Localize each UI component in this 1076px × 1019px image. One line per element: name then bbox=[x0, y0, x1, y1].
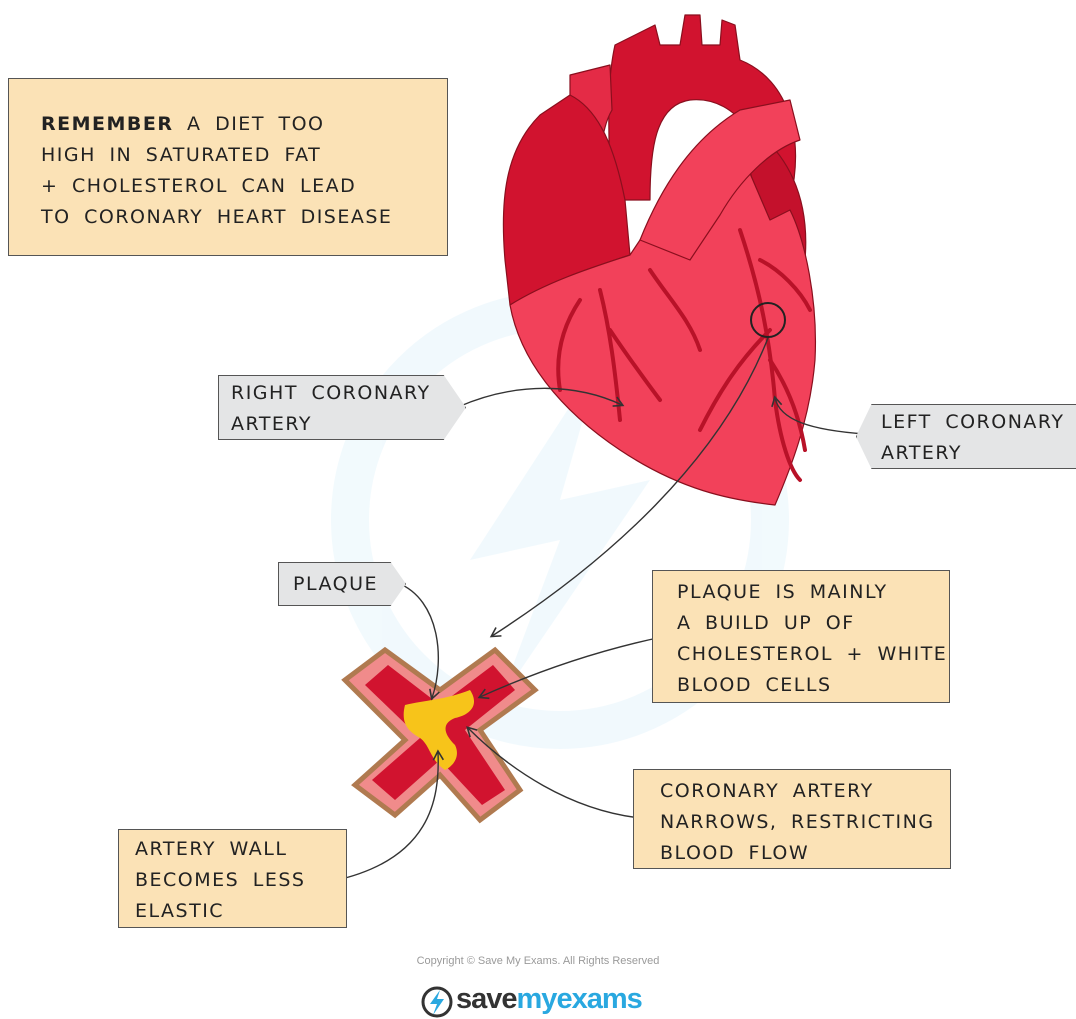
plaque-info-line-2: A BUILD UP OF bbox=[677, 608, 949, 639]
brand-logo[interactable]: savemyexams bbox=[420, 985, 680, 1019]
reminder-line-1-rest: A DIET TOO bbox=[174, 113, 325, 135]
narrows-line-3: BLOOD FLOW bbox=[660, 838, 950, 869]
plaque-info-line-4: BLOOD CELLS bbox=[677, 670, 949, 701]
wall-line-3: ELASTIC bbox=[135, 896, 346, 927]
narrows-line-1: CORONARY ARTERY bbox=[660, 776, 950, 807]
narrows-box: CORONARY ARTERY NARROWS, RESTRICTING BLO… bbox=[633, 769, 951, 869]
artery-wall-box: ARTERY WALL BECOMES LESS ELASTIC bbox=[118, 829, 347, 928]
reminder-bold: REMEMBER bbox=[41, 113, 174, 135]
copyright-text: Copyright © Save My Exams. All Rights Re… bbox=[0, 955, 1076, 967]
label-plaque: PLAQUE bbox=[278, 562, 406, 606]
heart-illustration bbox=[503, 15, 815, 505]
left-coronary-line-1: LEFT CORONARY bbox=[881, 407, 1076, 438]
lightning-bolt-icon bbox=[420, 985, 454, 1019]
reminder-box: REMEMBER A DIET TOO HIGH IN SATURATED FA… bbox=[8, 78, 448, 256]
reminder-line-1: REMEMBER A DIET TOO bbox=[41, 109, 447, 140]
plaque-info-line-3: CHOLESTEROL + WHITE bbox=[677, 639, 949, 670]
wall-line-2: BECOMES LESS bbox=[135, 865, 346, 896]
plaque-info-box: PLAQUE IS MAINLY A BUILD UP OF CHOLESTER… bbox=[652, 570, 950, 703]
right-coronary-line-2: ARTERY bbox=[231, 409, 465, 440]
reminder-line-3: + CHOLESTEROL CAN LEAD bbox=[41, 171, 447, 202]
plaque-label-text: PLAQUE bbox=[293, 569, 405, 600]
right-coronary-line-1: RIGHT CORONARY bbox=[231, 378, 465, 409]
reminder-line-2: HIGH IN SATURATED FAT bbox=[41, 140, 447, 171]
reminder-line-4: TO CORONARY HEART DISEASE bbox=[41, 202, 447, 233]
narrows-line-2: NARROWS, RESTRICTING bbox=[660, 807, 950, 838]
label-right-coronary: RIGHT CORONARY ARTERY bbox=[218, 375, 466, 440]
logo-wordmark: savemyexams bbox=[456, 983, 642, 1016]
label-left-coronary: LEFT CORONARY ARTERY bbox=[856, 404, 1076, 469]
left-coronary-line-2: ARTERY bbox=[881, 438, 1076, 469]
logo-save: save bbox=[456, 983, 517, 1015]
plaque-info-line-1: PLAQUE IS MAINLY bbox=[677, 577, 949, 608]
wall-line-1: ARTERY WALL bbox=[135, 834, 346, 865]
logo-my: my bbox=[517, 983, 557, 1015]
logo-exams: exams bbox=[556, 983, 641, 1015]
